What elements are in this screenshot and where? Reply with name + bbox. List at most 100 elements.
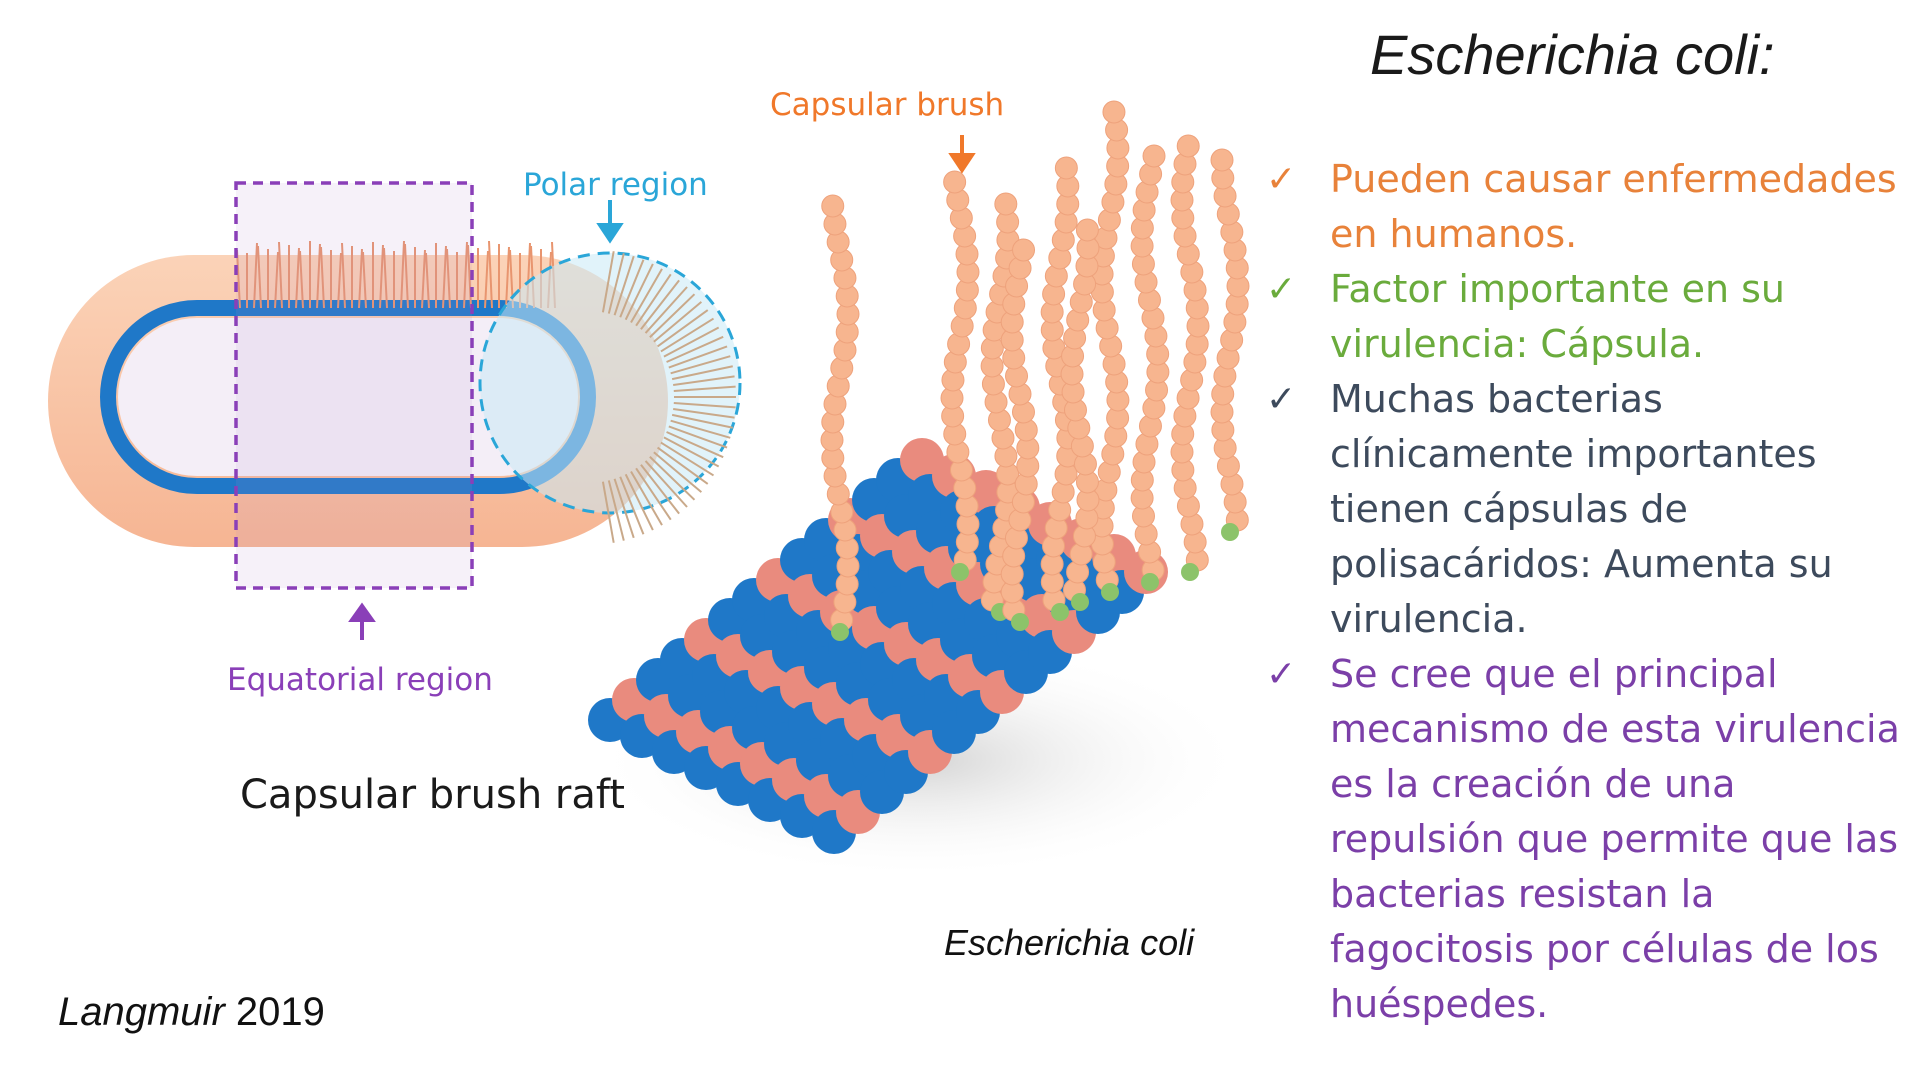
brush-hair [362,251,367,309]
brush-hair [644,460,688,508]
brush-hair [601,481,615,543]
brush-hair [666,431,724,459]
brush-hair [257,245,262,309]
brush-hair [673,385,736,392]
brush-hair [673,407,735,419]
polysaccharide-chain [1170,134,1210,581]
brush-hair [425,252,430,309]
chain-bead [1054,156,1078,180]
bullet-list: ✓ Pueden causar enfermedades en humanos.… [1262,152,1902,1032]
brush-hair [644,286,688,334]
polysaccharide-chain [1130,144,1170,591]
anchor-bead [1221,523,1239,541]
bullet-item: ✓ Pueden causar enfermedades en humanos. [1262,152,1902,262]
bullet-item: ✓ Se cree que el principal mecanismo de … [1262,647,1902,1032]
capsular-brush-label: Capsular brush [770,87,1004,123]
brush-hair [670,355,731,375]
brush-hair [635,273,672,327]
brush-hair [400,240,405,309]
brush-hair [653,301,703,343]
brush-hair [488,240,493,309]
citation: Langmuir 2019 [58,990,325,1035]
brush-hair [619,259,645,318]
polysaccharide-chain [940,170,980,581]
brush-hair [668,345,728,369]
brush-hair [278,241,283,309]
brush-hair [668,425,728,449]
anchor-bead [1011,613,1029,631]
brush-hair [666,335,724,363]
brush-hair [607,253,625,314]
brush-hair [463,241,468,309]
slide-title: Escherichia coli: [1370,23,1775,86]
anchor-bead [1181,563,1199,581]
chain-bead [1142,144,1166,168]
brush-hair [295,247,300,309]
chain-bead [821,194,845,218]
brush-hair [253,242,258,309]
bullet-item: ✓ Muchas bacterias clínicamente importan… [1262,372,1902,647]
brush-raft-diagram [588,100,1250,880]
brush-hair [613,478,635,539]
brush-hair [383,247,388,309]
equatorial-arrow [348,602,376,640]
brush-hair [630,268,663,324]
brush-hair [660,317,715,353]
chain-bead [1102,100,1126,124]
brush-hair [337,252,342,309]
cytoplasm [118,318,578,476]
citation-journal: Langmuir [58,990,225,1034]
capsular-brush-raft-label: Capsular brush raft [240,772,625,818]
figure-caption: Escherichia coli [944,922,1195,963]
equatorial-region-label: Equatorial region [227,662,493,698]
citation-year: 2019 [235,990,325,1034]
brush-hair [299,250,304,309]
capsular-brush-arrow [948,135,976,174]
polysaccharide-chain [1060,218,1100,611]
chain-bead [1210,148,1234,172]
chain-bead [1176,134,1200,158]
polar-region-circle [478,251,742,515]
brush-hair [442,245,447,309]
brush-hair [379,244,384,309]
brush-hair [653,451,703,493]
brush-hair [341,242,346,309]
brush-hair [656,446,709,485]
brush-hair [660,441,715,477]
brush-hair [320,246,325,309]
brush-hair [630,470,663,526]
brush-hair [274,251,279,309]
polysaccharide-chain [1000,238,1040,631]
polysaccharide-chains [820,100,1250,641]
check-icon: ✓ [1266,654,1297,695]
polysaccharide-chain [1210,148,1250,541]
brush-hair [649,293,696,338]
chain-bead [1075,218,1099,242]
polysaccharide-chain [1090,100,1130,601]
brush-hair [656,309,709,348]
brush-hair [358,248,363,309]
bullet-item: ✓ Factor importante en su virulencia: Cá… [1262,262,1902,372]
brush-hair [671,365,733,381]
anchor-bead [1071,593,1089,611]
brush-hair [421,249,426,309]
brush-hair [671,413,733,429]
equatorial-region-box [234,181,474,590]
chain-bead [943,170,967,194]
anchor-bead [951,563,969,581]
bacterium-diagram [48,181,742,640]
brush-hair [505,246,510,309]
brush-hair [635,467,672,521]
brush-hair [673,402,736,409]
brush-hair [484,250,489,309]
check-icon: ✓ [1266,379,1297,420]
anchor-bead [1101,583,1119,601]
bullet-text: Muchas bacterias clínicamente importante… [1330,377,1833,641]
brush-hair [663,436,720,468]
brush-hair [619,476,645,535]
brush-hair [624,263,654,321]
anchor-bead [1051,603,1069,621]
bullet-text: Pueden causar enfermedades en humanos. [1330,157,1897,256]
anchor-bead [1141,573,1159,591]
